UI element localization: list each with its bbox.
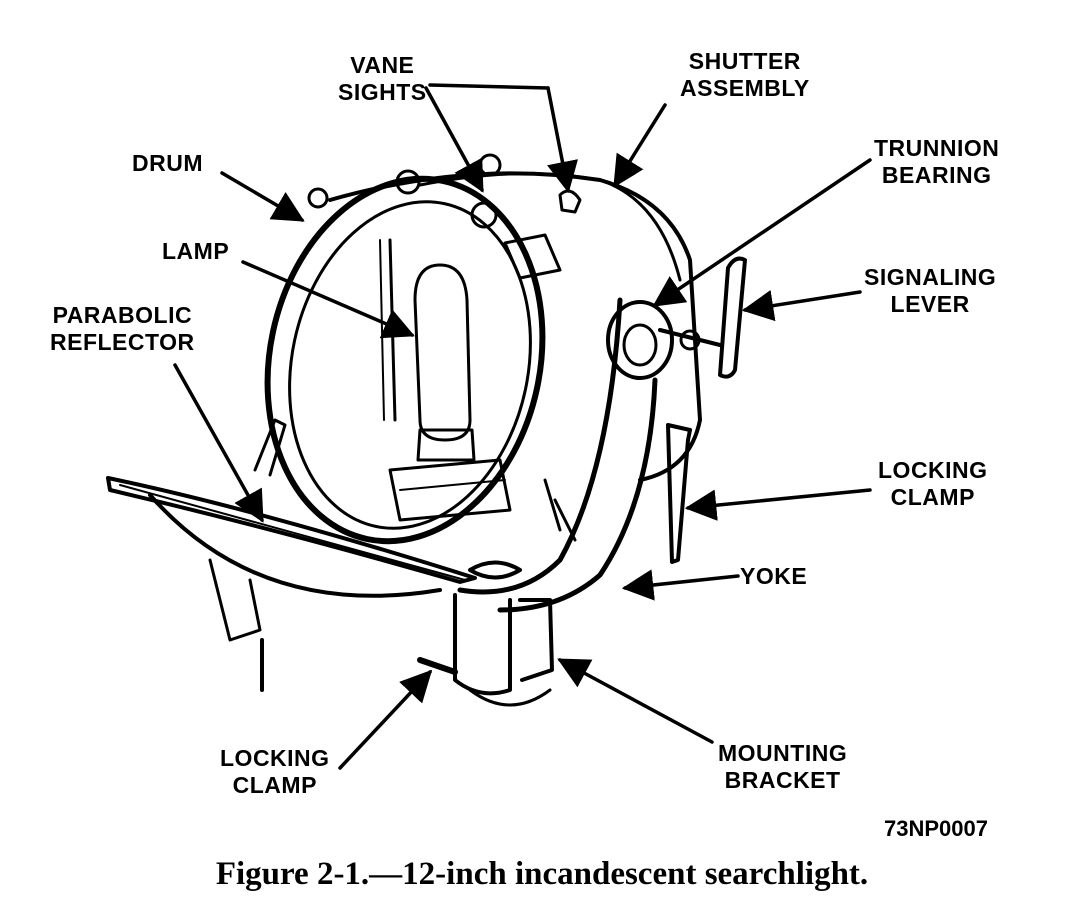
drum-front-ring-inner (288, 200, 532, 530)
mounting-bracket-label: MOUNTING BRACKET (718, 740, 847, 794)
figure-caption: Figure 2-1.—12-inch incandescent searchl… (215, 856, 869, 892)
locking-clamp-bottom-line-1: LOCKING (220, 745, 330, 771)
trunnion-bearing-line-2: BEARING (881, 162, 992, 188)
lamp-socket (388, 458, 512, 522)
top-fitting-2 (307, 187, 329, 209)
signaling-lever-line-1: SIGNALING (864, 264, 997, 290)
vane-sights-label: VANE SIGHTS (338, 52, 427, 106)
lamp-base (416, 428, 476, 462)
shutter-assembly-line-2: ASSEMBLY (680, 75, 810, 101)
lamp-label: LAMP (162, 238, 229, 265)
drum-rear-rim (598, 178, 682, 282)
vane-sights-line-2: SIGHTS (338, 79, 427, 105)
mounting-bracket-line-2: BRACKET (724, 767, 841, 793)
yoke (457, 297, 658, 613)
signaling-lever-label: SIGNALING LEVER (864, 264, 996, 318)
drum-text: DRUM (132, 150, 203, 176)
locking-clamp-right-label: LOCKING CLAMP (878, 457, 988, 511)
signaling-lever-line-2: LEVER (890, 291, 970, 317)
parabolic-reflector-line-2: REFLECTOR (50, 329, 195, 355)
signaling-lever (658, 256, 747, 379)
yoke-text: YOKE (740, 563, 808, 589)
top-fitting-1 (395, 169, 421, 195)
shutter-assembly-label: SHUTTER ASSEMBLY (680, 48, 810, 102)
locking-clamp-bottom-label: LOCKING CLAMP (220, 745, 330, 799)
yoke-label: YOKE (740, 563, 807, 590)
figure-id: 73NP0007 (884, 816, 988, 841)
mounting-bracket-line-1: MOUNTING (718, 740, 848, 766)
trunnion-bearing-line-1: TRUNNION (874, 135, 1000, 161)
vane-sight-1 (470, 201, 498, 229)
trunnion-bearing (606, 300, 674, 380)
drum-label: DRUM (132, 150, 203, 177)
lamp-bulb (413, 263, 472, 442)
locking-clamp-bottom (417, 657, 458, 675)
parabolic-reflector (106, 476, 477, 584)
drum-front-ring-outer (264, 175, 546, 545)
parabolic-reflector-label: PARABOLIC REFLECTOR (50, 302, 195, 356)
trunnion-bearing-label: TRUNNION BEARING (874, 135, 999, 189)
locking-clamp-right-line-2: CLAMP (890, 484, 975, 510)
mounting-bracket (453, 593, 512, 696)
vane-sights-line-1: VANE (350, 52, 415, 78)
locking-clamp-bottom-line-2: CLAMP (232, 772, 317, 798)
shutter-assembly-line-1: SHUTTER (688, 48, 801, 74)
lamp-text: LAMP (162, 238, 230, 264)
locking-clamp-right-line-1: LOCKING (878, 457, 988, 483)
locking-clamp-right (666, 423, 692, 564)
nameplate (503, 233, 562, 280)
parabolic-reflector-line-1: PARABOLIC (52, 302, 193, 328)
vane-sight-3 (558, 189, 582, 214)
